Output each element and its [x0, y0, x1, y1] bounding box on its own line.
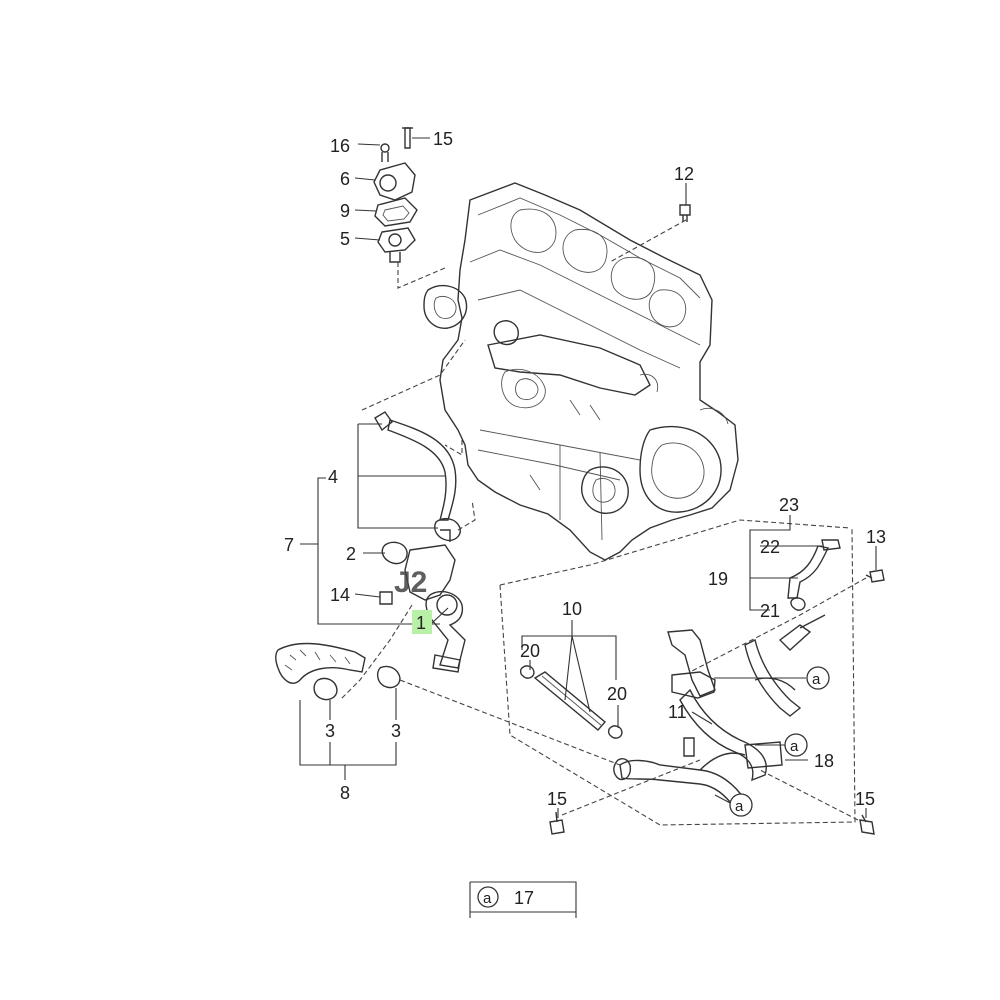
svg-text:a: a	[790, 738, 799, 755]
hose-4	[374, 411, 461, 542]
ref-marker-a-1: a	[806, 666, 830, 690]
callout-16: 16	[330, 136, 350, 156]
callout-12: 12	[674, 164, 694, 184]
ref-marker-a-2: a	[784, 733, 808, 757]
bolt-15-left	[549, 811, 565, 835]
bolt-13	[865, 569, 885, 583]
water-outlet-assembly	[379, 529, 466, 673]
callout-19: 19	[708, 569, 728, 589]
svg-text:a: a	[812, 671, 821, 688]
hose-10	[519, 665, 623, 739]
legend-part-number: 17	[514, 888, 534, 908]
callout-15-bottom-left: 15	[547, 789, 567, 809]
callout-15-bottom-right: 15	[855, 789, 875, 809]
callout-20-left: 20	[520, 641, 540, 661]
legend-marker: a	[483, 890, 492, 907]
thermostat-5	[377, 227, 416, 263]
callout-10: 10	[562, 599, 582, 619]
lower-hose-8	[275, 642, 401, 701]
callout-3-left: 3	[325, 721, 335, 741]
leader-lines	[299, 137, 877, 818]
engine-block	[423, 182, 739, 561]
ref-marker-a-3: a	[729, 793, 753, 817]
callout-5: 5	[340, 229, 350, 249]
callout-20-right: 20	[607, 684, 627, 704]
bolt-12	[679, 204, 691, 222]
callout-22: 22	[760, 537, 780, 557]
callouts: 16 15 6 9 5 12 4 7 2 14 1 23 22 19 21 13…	[284, 129, 886, 809]
legend-box: a 17	[469, 881, 577, 918]
callout-14: 14	[330, 585, 350, 605]
callout-2: 2	[346, 544, 356, 564]
callout-11: 11	[668, 702, 687, 722]
watermark-text: J2	[394, 566, 427, 599]
callout-23: 23	[779, 495, 799, 515]
callout-21: 21	[760, 601, 780, 621]
gasket-9	[374, 197, 418, 227]
hose-19	[787, 539, 841, 611]
thermostat-housing-6	[373, 127, 416, 201]
callout-3-right: 3	[391, 721, 401, 741]
callout-4: 4	[328, 467, 338, 487]
callout-6: 6	[340, 169, 350, 189]
callout-18: 18	[814, 751, 834, 771]
bolt-15-right	[859, 814, 875, 835]
callout-1: 1	[416, 613, 426, 633]
svg-text:a: a	[735, 798, 744, 815]
callout-13: 13	[866, 527, 886, 547]
callout-15-top: 15	[433, 129, 453, 149]
callout-7: 7	[284, 535, 294, 555]
heater-pipe-assembly-11	[613, 614, 826, 809]
callout-9: 9	[340, 201, 350, 221]
callout-1-highlight	[412, 610, 432, 634]
callout-8: 8	[340, 783, 350, 803]
assembly-lines	[339, 219, 867, 826]
